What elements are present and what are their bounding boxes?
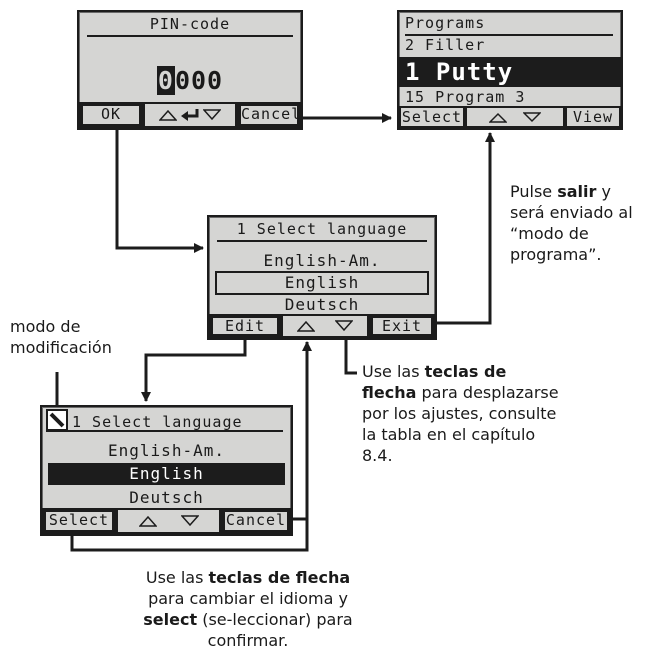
edit-option-deutsch[interactable]: Deutsch	[129, 488, 204, 507]
language-softkey-bar: Edit Exit	[209, 314, 435, 338]
edit-arrow-keys[interactable]	[118, 510, 219, 532]
program-row-putty-selected[interactable]: 1 Putty	[399, 57, 621, 87]
arrow-up-icon[interactable]	[297, 320, 315, 332]
edit-cancel-button[interactable]: Cancel	[223, 510, 289, 532]
arrow-ok-to-language	[115, 128, 204, 253]
edit-button[interactable]: Edit	[211, 316, 279, 336]
language-option-deutsch[interactable]: Deutsch	[284, 295, 360, 314]
pin-softkey-bar: OK Cancel	[79, 102, 301, 128]
edit-select-button[interactable]: Select	[44, 510, 114, 532]
select-button[interactable]: Select	[401, 108, 463, 126]
arrow-down-icon[interactable]	[335, 320, 353, 332]
arrow-up-icon[interactable]	[159, 109, 177, 121]
pin-digits: 000	[174, 66, 224, 95]
ok-button[interactable]: OK	[81, 104, 141, 126]
pin-code-screen: PIN-code 0000 OK Cancel	[77, 10, 303, 130]
edit-language-title-text: 1 Select language	[72, 413, 243, 431]
programs-softkey-bar: Select View	[399, 106, 621, 128]
arrow-up-icon[interactable]	[489, 112, 507, 123]
programs-screen: Programs 2 Filler 1 Putty 15 Program 3 S…	[397, 10, 623, 130]
arrow-down-icon[interactable]	[203, 109, 221, 121]
language-option-english-selected[interactable]: English	[215, 271, 429, 295]
language-arrow-keys[interactable]	[283, 316, 367, 336]
cancel-button[interactable]: Cancel	[239, 104, 300, 126]
pin-cursor-digit: 0	[156, 66, 175, 95]
pin-code-title: PIN-code	[87, 14, 293, 37]
enter-arrow-icon[interactable]	[180, 108, 200, 122]
edit-language-screen: 1 Select language English-Am. English De…	[40, 405, 293, 536]
edit-option-english-am[interactable]: English-Am.	[108, 441, 225, 460]
edit-option-english-selected[interactable]: English	[48, 463, 285, 485]
arrow-down-icon[interactable]	[523, 111, 541, 123]
programs-title: Programs	[405, 13, 613, 36]
language-title: 1 Select language	[217, 219, 427, 242]
pin-arrow-keys[interactable]	[145, 104, 235, 126]
program-row-filler[interactable]: 2 Filler	[405, 36, 486, 54]
arrow-edit-to-editmode	[141, 336, 247, 402]
arrow-down-icon[interactable]	[180, 515, 199, 527]
edit-language-title: 1 Select language	[46, 409, 283, 432]
language-option-english-am[interactable]: English-Am.	[263, 251, 381, 270]
edit-mode-note: modo de modificación	[10, 317, 112, 357]
programs-arrow-keys[interactable]	[467, 108, 563, 126]
bottom-note: Use las teclas de flecha para cambiar el…	[143, 568, 353, 650]
exit-note: Pulse salir y será enviado al “modo de p…	[510, 182, 633, 264]
pin-entry[interactable]: 0000	[79, 66, 301, 95]
program-row-program3[interactable]: 15 Program 3	[405, 88, 526, 106]
select-language-screen: 1 Select language English-Am. English De…	[207, 215, 437, 340]
arrow-keys-note: Use las teclas de flecha para desplazars…	[362, 362, 559, 465]
arrow-exit-to-programs	[433, 132, 495, 325]
edit-softkey-bar: Select Cancel	[42, 508, 291, 534]
exit-button[interactable]: Exit	[371, 316, 433, 336]
view-button[interactable]: View	[567, 108, 619, 126]
arrow-up-icon[interactable]	[138, 515, 157, 527]
pencil-icon	[46, 409, 68, 431]
arrow-select-back-to-language	[70, 341, 312, 552]
pointer-arrow-keys	[344, 336, 357, 375]
